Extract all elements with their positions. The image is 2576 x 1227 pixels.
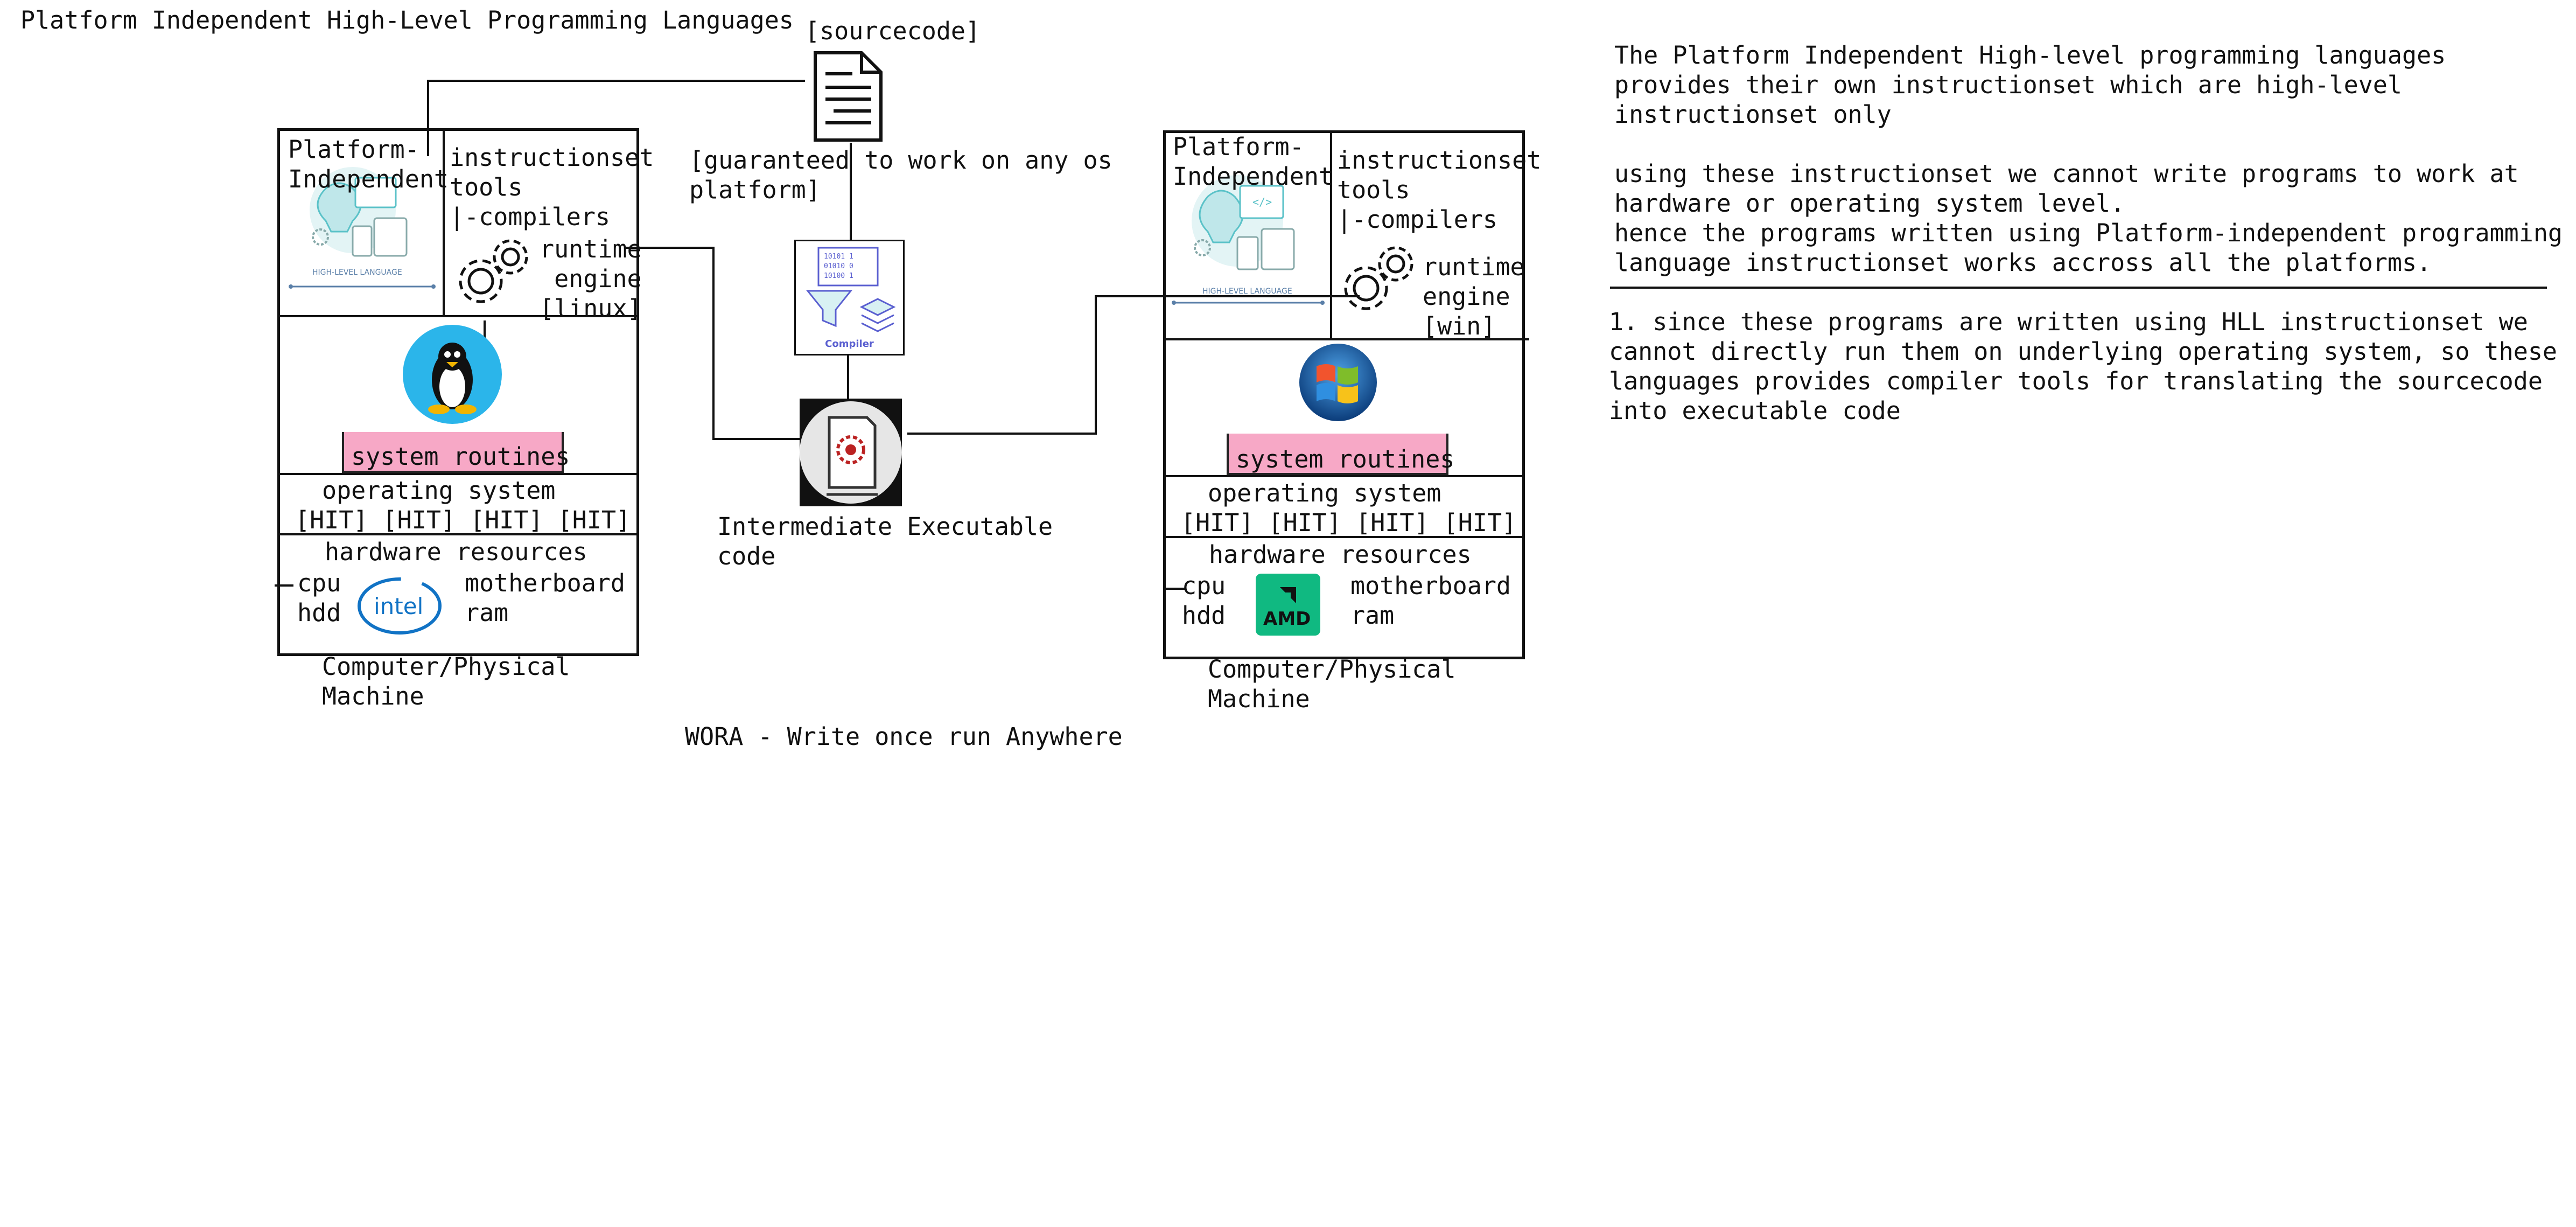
divider: [1163, 338, 1529, 340]
compiler-icon-box: [794, 240, 905, 355]
machine-caption: Computer/Physical Machine: [322, 652, 570, 710]
cpu-hdd-label: cpu hdd: [1182, 571, 1226, 630]
hll-caption: HIGH-LEVEL LANGUAGE: [1202, 287, 1292, 296]
svg-text:01010 0: 01010 0: [824, 262, 853, 270]
notes-paragraph-3: 1. since these programs are written usin…: [1609, 308, 2557, 425]
runtime-engine-label: runtime engine [win]: [1423, 253, 1525, 340]
hit-row: [HIT] [HIT] [HIT] [HIT]: [1181, 508, 1517, 537]
machine-caption: Computer/Physical Machine: [1208, 655, 1456, 713]
gear-icon: [1344, 246, 1413, 310]
cpu-hdd-label: cpu hdd: [297, 569, 341, 627]
hll-caption: HIGH-LEVEL LANGUAGE: [312, 268, 402, 277]
intel-logo: intel: [358, 577, 442, 635]
system-routines-bar: [342, 432, 564, 473]
notes-divider: [1610, 287, 2547, 289]
system-routines-label: system routines: [1236, 445, 1455, 473]
instructionset-tools: instructionset tools |-compilers: [1337, 146, 1542, 234]
intermediate-label: Intermediate Executable code: [717, 512, 1053, 570]
hit-row: [HIT] [HIT] [HIT] [HIT]: [295, 506, 631, 534]
guarantee-label: [guaranteed to work on any os platform]: [689, 146, 1112, 204]
page-title: Platform Independent High-Level Programm…: [20, 6, 794, 34]
high-level-language-illustration: HIGH-LEVEL LANGUAGE: [289, 167, 436, 289]
platform-independent-label: Platform- Independent: [1173, 133, 1334, 191]
divider: [277, 315, 639, 317]
divider: [1163, 475, 1525, 477]
instructionset-tools: instructionset tools |-compilers: [450, 143, 654, 231]
wora-footer: WORA - Write once run Anywhere: [685, 722, 1123, 751]
executable-icon: [800, 401, 902, 504]
amd-logo: AMD: [1256, 574, 1320, 636]
notes-paragraph-2: using these instructionset we cannot wri…: [1614, 159, 2563, 277]
hardware-resources-label: hardware resources: [325, 538, 587, 566]
machine-windows: [1163, 130, 1525, 659]
svg-text:10100 1: 10100 1: [824, 272, 853, 280]
compiler-icon-caption: Compiler: [825, 338, 874, 350]
runtime-engine-label: runtime engine [linux]: [540, 235, 642, 323]
sourcecode-label: [sourcecode]: [805, 17, 981, 45]
document-icon: [814, 51, 883, 142]
divider: [1163, 536, 1525, 538]
divider: [277, 533, 639, 535]
notes-paragraph-1: The Platform Independent High-level prog…: [1614, 41, 2446, 129]
hardware-resources-label: hardware resources: [1209, 540, 1472, 569]
operating-system-label: operating system: [322, 476, 556, 505]
divider: [277, 473, 639, 475]
machine-linux: [277, 128, 639, 656]
motherboard-ram-label: motherboard ram: [1350, 571, 1511, 630]
high-level-language-illustration: </> HIGH-LEVEL LANGUAGE: [1172, 175, 1325, 305]
divider: [443, 128, 445, 317]
linux-tux-icon: [403, 325, 502, 424]
svg-text:AMD: AMD: [1263, 608, 1311, 630]
motherboard-ram-label: motherboard ram: [465, 569, 626, 627]
windows-logo-icon: [1299, 344, 1377, 421]
divider: [1330, 130, 1332, 340]
operating-system-label: operating system: [1208, 479, 1441, 507]
svg-text:</>: </>: [1252, 196, 1272, 208]
platform-independent-label: Platform- Independent: [288, 135, 449, 193]
svg-text:10101 1: 10101 1: [824, 253, 853, 261]
system-routines-bar: [1227, 434, 1448, 475]
svg-text:intel: intel: [374, 593, 423, 619]
gear-icon: [459, 239, 528, 303]
system-routines-label: system routines: [351, 442, 570, 471]
